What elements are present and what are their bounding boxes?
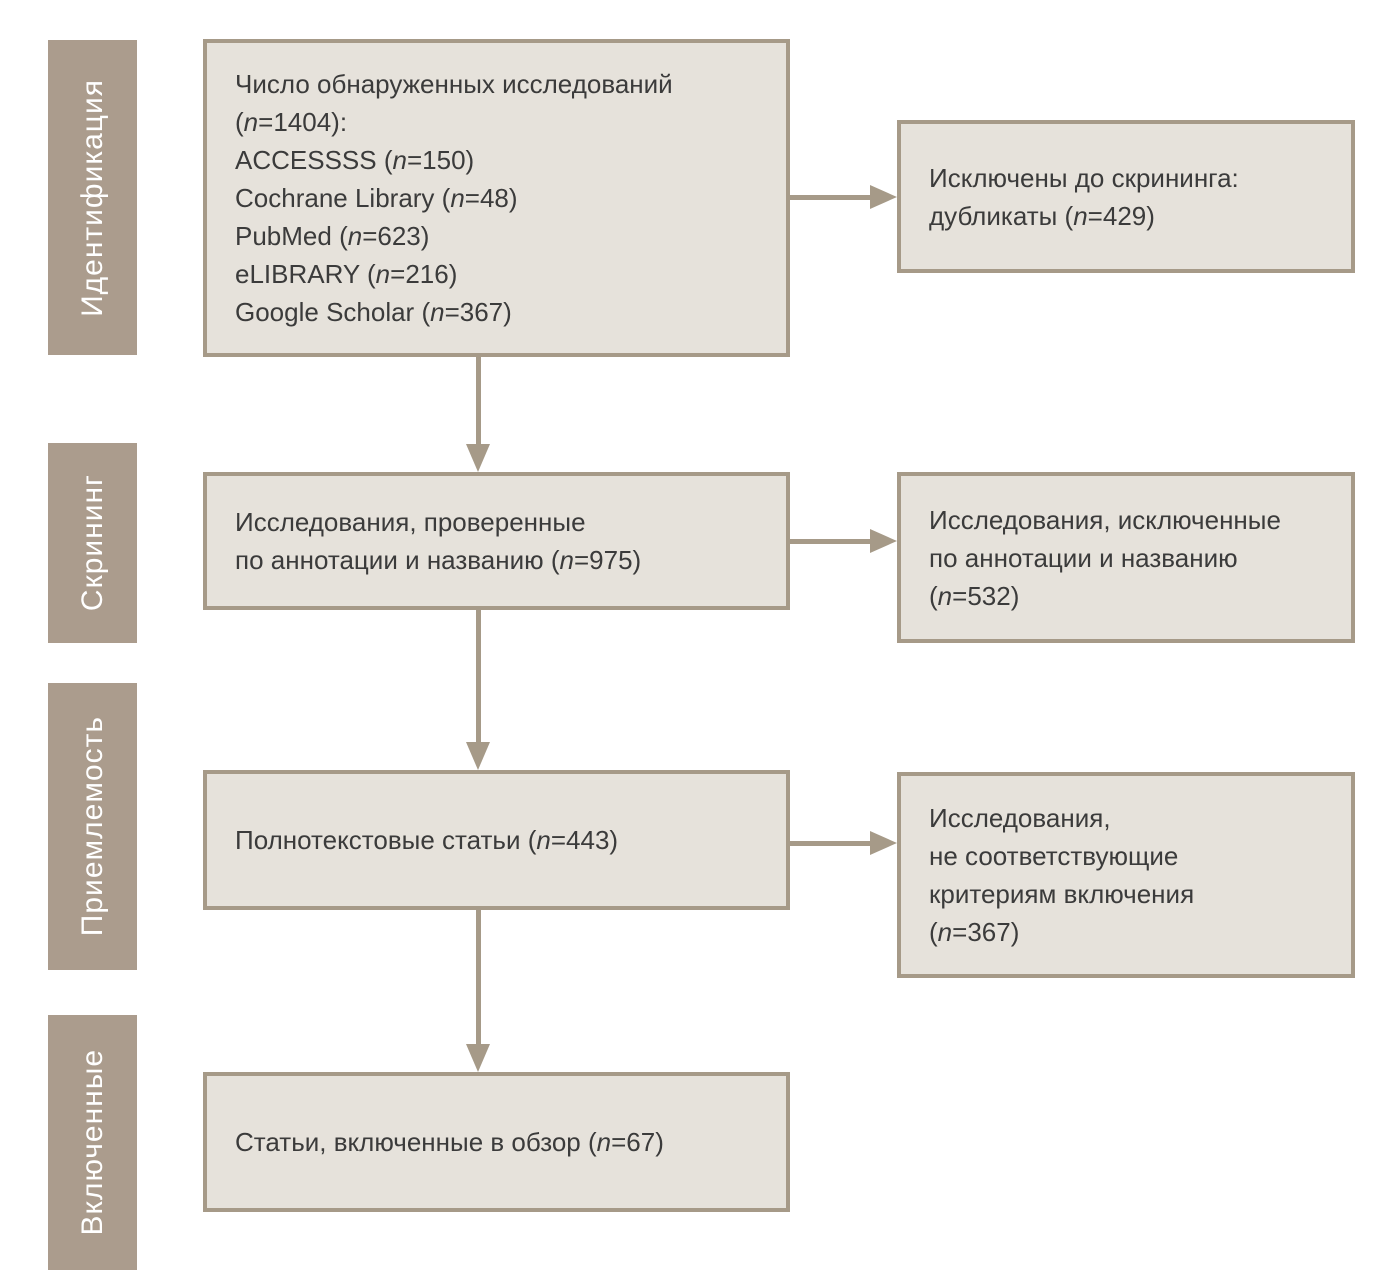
box-records-identified-text: Число обнаруженных исследований(n=1404):…: [235, 69, 673, 327]
arrow-right-icon: [870, 529, 897, 553]
arrow-shaft: [476, 610, 481, 745]
stage-identification-label: Идентификация: [75, 78, 109, 317]
arrow-shaft: [790, 841, 873, 846]
arrow-shaft: [790, 195, 873, 200]
arrow-shaft: [476, 357, 481, 447]
arrow-down-icon: [466, 742, 490, 770]
arrow-shaft: [476, 910, 481, 1047]
stage-identification: Идентификация: [48, 40, 137, 355]
stage-included: Включенные: [48, 1015, 137, 1270]
arrow-right-icon: [870, 185, 897, 209]
arrow-right-icon: [870, 831, 897, 855]
stage-eligibility: Приемлемость: [48, 683, 137, 970]
arrow-shaft: [790, 539, 873, 544]
box-excluded-before-screening-text: Исключены до скрининга:дубликаты (n=429): [929, 162, 1239, 231]
box-articles-included-text: Статьи, включенные в обзор (n=67): [235, 1127, 664, 1157]
box-fulltext-articles-text: Полнотекстовые статьи (n=443): [235, 825, 619, 855]
arrow-down-icon: [466, 1044, 490, 1072]
arrow-down-icon: [466, 444, 490, 472]
box-articles-included: Статьи, включенные в обзор (n=67): [203, 1072, 790, 1212]
stage-included-label: Включенные: [75, 1049, 109, 1236]
stage-eligibility-label: Приемлемость: [75, 716, 109, 937]
box-fulltext-articles: Полнотекстовые статьи (n=443): [203, 770, 790, 910]
stage-screening-label: Скрининг: [75, 474, 109, 612]
box-records-identified: Число обнаруженных исследований(n=1404):…: [203, 39, 790, 357]
stage-screening: Скрининг: [48, 443, 137, 643]
box-excluded-before-screening: Исключены до скрининга:дубликаты (n=429): [897, 120, 1355, 273]
